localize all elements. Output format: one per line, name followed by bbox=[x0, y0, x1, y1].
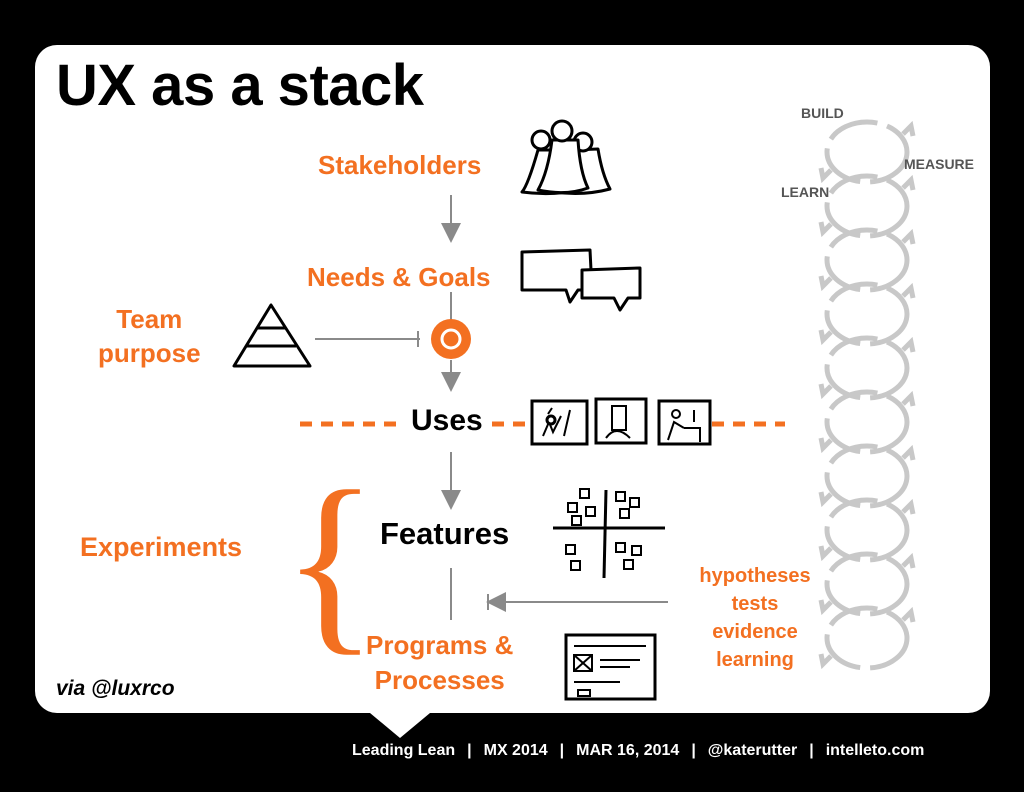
loop-ring bbox=[824, 335, 910, 401]
loop-arrowhead bbox=[901, 606, 916, 623]
pyramid-icon bbox=[232, 303, 312, 368]
loop-arrowhead bbox=[901, 498, 916, 515]
footer-item: MX 2014 bbox=[483, 742, 548, 759]
target-icon bbox=[431, 319, 471, 359]
footer-bar: Leading Lean | MX 2014 | MAR 16, 2014 | @kater… bbox=[352, 742, 924, 760]
loop-arrowhead bbox=[901, 444, 916, 461]
loop-arrowhead bbox=[901, 174, 916, 191]
loop-arrowhead bbox=[818, 275, 833, 292]
hypotheses-item: learning bbox=[716, 649, 794, 671]
experiments-label: Experiments bbox=[80, 532, 243, 562]
loop-arrowhead bbox=[818, 329, 833, 346]
loop-arrowhead bbox=[818, 491, 833, 508]
speech-bubbles-icon bbox=[520, 248, 642, 312]
footer-separator: | bbox=[691, 742, 696, 759]
loop-arrowhead bbox=[818, 545, 833, 562]
hypotheses-list: hypotheses tests evidence learning bbox=[690, 562, 820, 674]
use-sketch-1-icon bbox=[530, 399, 589, 446]
loop-arrowhead bbox=[901, 336, 916, 353]
slide-title: UX as a stack bbox=[56, 53, 424, 118]
loop-arrowhead bbox=[901, 390, 916, 407]
footer-item: @katerutter bbox=[707, 742, 798, 759]
feature-quadrant-icon bbox=[553, 488, 665, 579]
footer-item: Leading Lean bbox=[352, 742, 456, 759]
loop-ring bbox=[824, 497, 910, 563]
loop-ring bbox=[824, 173, 910, 239]
use-sketch-2-icon bbox=[594, 397, 648, 445]
experiments-brace: { bbox=[282, 451, 378, 672]
loop-learn-label: LEARN bbox=[781, 184, 830, 200]
footer-link[interactable]: intelleto.com bbox=[825, 742, 925, 759]
loop-arrowhead bbox=[818, 383, 833, 400]
programs-label: Programs & Processes bbox=[366, 630, 513, 696]
loop-ring bbox=[824, 605, 910, 671]
footer-separator: | bbox=[809, 742, 814, 759]
loop-arrowhead bbox=[901, 282, 916, 299]
hypotheses-item: evidence bbox=[712, 621, 798, 643]
loop-ring bbox=[824, 443, 910, 509]
loop-ring bbox=[824, 389, 910, 455]
hypotheses-item: hypotheses bbox=[699, 565, 811, 587]
loop-ring bbox=[824, 119, 910, 185]
uses-label: Uses bbox=[411, 404, 483, 437]
loop-ring bbox=[824, 227, 910, 293]
credit-label: via @luxrco bbox=[56, 677, 175, 700]
programs-label-line2: Processes bbox=[374, 665, 505, 695]
loop-arrowhead bbox=[818, 653, 833, 670]
loop-build-label: BUILD bbox=[801, 105, 844, 121]
needs-goals-label: Needs & Goals bbox=[307, 262, 491, 292]
footer-separator: | bbox=[467, 742, 472, 759]
loop-arrowhead bbox=[901, 228, 916, 245]
loop-arrowhead bbox=[818, 437, 833, 454]
programs-label-line1: Programs & bbox=[366, 630, 514, 660]
loop-arrowhead bbox=[818, 167, 833, 184]
loop-ring bbox=[824, 281, 910, 347]
wireframe-icon bbox=[564, 633, 657, 701]
team-purpose-line1: Team bbox=[116, 304, 183, 334]
team-purpose-line2: purpose bbox=[98, 338, 201, 368]
loop-arrowhead bbox=[818, 221, 833, 238]
loop-ring bbox=[824, 551, 910, 617]
hypotheses-item: tests bbox=[731, 593, 779, 615]
team-purpose-label: Team purpose bbox=[98, 302, 201, 370]
use-sketch-3-icon bbox=[657, 399, 712, 446]
loop-arrowhead bbox=[901, 120, 916, 137]
loop-arrowhead bbox=[818, 599, 833, 616]
build-measure-learn-loops bbox=[818, 119, 916, 671]
footer-separator: | bbox=[559, 742, 565, 759]
people-icon bbox=[520, 119, 612, 196]
features-label: Features bbox=[380, 516, 510, 551]
footer-item: MAR 16, 2014 bbox=[576, 742, 680, 759]
loop-measure-label: MEASURE bbox=[904, 156, 975, 172]
loop-arrowhead bbox=[901, 552, 916, 569]
stakeholders-label: Stakeholders bbox=[318, 150, 482, 180]
